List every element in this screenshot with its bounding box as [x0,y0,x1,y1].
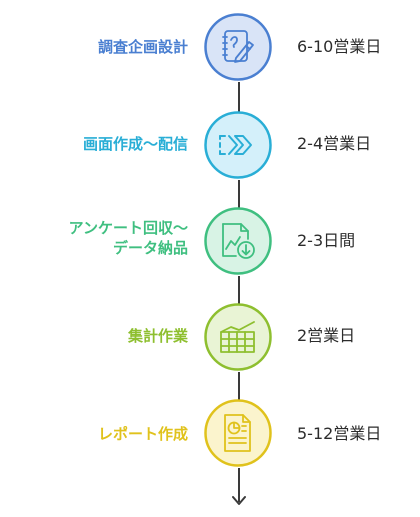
step-3-label-line-1: アンケート回収～ [68,219,188,237]
step-3-circle [204,207,272,275]
step-3-label: アンケート回収～ データ納品 [69,218,188,258]
arrow-down-icon [232,496,246,505]
connector-line [238,82,240,114]
step-5-label: レポート作成 [97,425,188,443]
step-4-circle [204,303,272,371]
survey-plan-icon [222,30,254,63]
step-4-label: 集計作業 [127,327,188,345]
spreadsheet-chart-icon [220,321,255,353]
step-1-duration: 6-10営業日 [297,37,382,56]
step-3-label-line-2: データ納品 [112,239,188,257]
double-chevron-icon [219,135,252,155]
step-1-circle [204,13,272,81]
step-1-label: 調査企画設計 [97,38,188,56]
step-5-duration: 5-12営業日 [297,424,382,443]
connector-line [238,180,240,210]
step-2-circle [204,111,272,179]
step-2-duration: 2-4営業日 [297,134,372,153]
step-5-circle [204,399,272,467]
step-3-duration: 2-3日間 [297,231,356,250]
connector-line [238,276,240,306]
step-4-duration: 2営業日 [297,326,356,345]
step-2-label: 画面作成～配信 [82,135,188,153]
connector-line [238,372,240,402]
chart-download-icon [222,223,255,259]
connector-line [238,468,240,502]
report-document-icon [224,414,251,452]
